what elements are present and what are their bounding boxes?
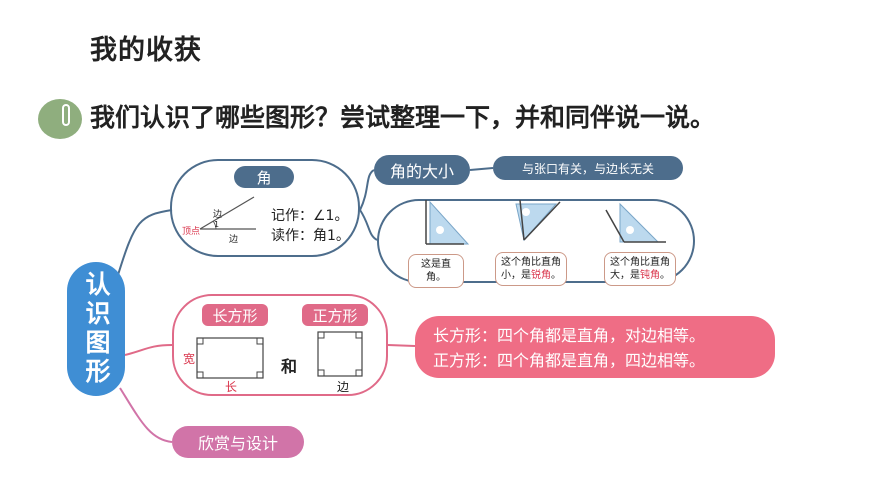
rectangle-label: 长方形 xyxy=(202,304,268,326)
design-node: 欣赏与设计 xyxy=(172,426,304,458)
section-number-badge xyxy=(38,99,82,139)
angle-mark-label: 1 xyxy=(214,220,220,229)
angle-label: 角 xyxy=(234,166,294,188)
rectangle-diagram xyxy=(196,337,264,379)
square-side-label: 边 xyxy=(337,380,350,394)
caption-end: 。 xyxy=(551,270,561,281)
rectangle-fact: 长方形：四个角都是直角，对边相等。 xyxy=(433,326,706,345)
shapes-box xyxy=(172,294,388,396)
number-one-icon xyxy=(62,104,70,126)
center-node: 认识图形 xyxy=(67,262,125,396)
caption-end: 。 xyxy=(660,270,670,281)
side-label-bottom: 边 xyxy=(229,235,239,245)
obtuse-angle-caption: 这个角比直角 大，是钝角。 xyxy=(604,252,676,286)
angle-diagram xyxy=(199,196,256,230)
caption-line: 这个角比直角 xyxy=(501,257,561,268)
caption-text: 小，是 xyxy=(501,270,531,281)
obtuse-angle-term: 钝角 xyxy=(640,270,660,281)
angle-notation: 记作：∠1。 xyxy=(271,208,349,224)
angle-box xyxy=(170,159,360,257)
vertex-label: 顶点 xyxy=(182,227,201,237)
angle-size-relation: 与张口有关，与边长无关 xyxy=(493,156,683,180)
and-text: 和 xyxy=(281,357,298,376)
square-fact: 正方形：四个角都是直角，四边相等。 xyxy=(433,351,706,370)
obtuse-angle-set-square-icon xyxy=(605,202,666,243)
set-square-illustrations xyxy=(425,200,666,245)
square-label: 正方形 xyxy=(302,304,368,326)
angle-reading: 读作：角1。 xyxy=(271,228,350,244)
caption-text: 大，是 xyxy=(610,270,640,281)
acute-angle-set-square-icon xyxy=(515,200,561,242)
shape-facts: 长方形：四个角都是直角，对边相等。 正方形：四个角都是直角，四边相等。 xyxy=(415,316,775,378)
caption-line: 这个角比直角 xyxy=(610,257,670,268)
rect-length-label: 长 xyxy=(225,380,238,394)
prompt-text: 我们认识了哪些图形？尝试整理一下，并和同伴说一说。 xyxy=(90,103,716,132)
caption-text: 这是直角。 xyxy=(421,259,451,283)
caption-line-2: 大，是钝角。 xyxy=(609,269,671,282)
right-angle-caption: 这是直角。 xyxy=(408,254,464,288)
right-angle-set-square-icon xyxy=(425,200,470,245)
square-diagram xyxy=(317,331,363,377)
rect-width-label: 宽 xyxy=(183,352,196,366)
side-label-top: 边 xyxy=(213,210,223,220)
page-title: 我的收获 xyxy=(90,35,202,66)
acute-angle-term: 锐角 xyxy=(531,270,551,281)
acute-angle-caption: 这个角比直角 小，是锐角。 xyxy=(495,252,567,286)
caption-line-2: 小，是锐角。 xyxy=(500,269,562,282)
angle-size-label: 角的大小 xyxy=(374,155,470,185)
